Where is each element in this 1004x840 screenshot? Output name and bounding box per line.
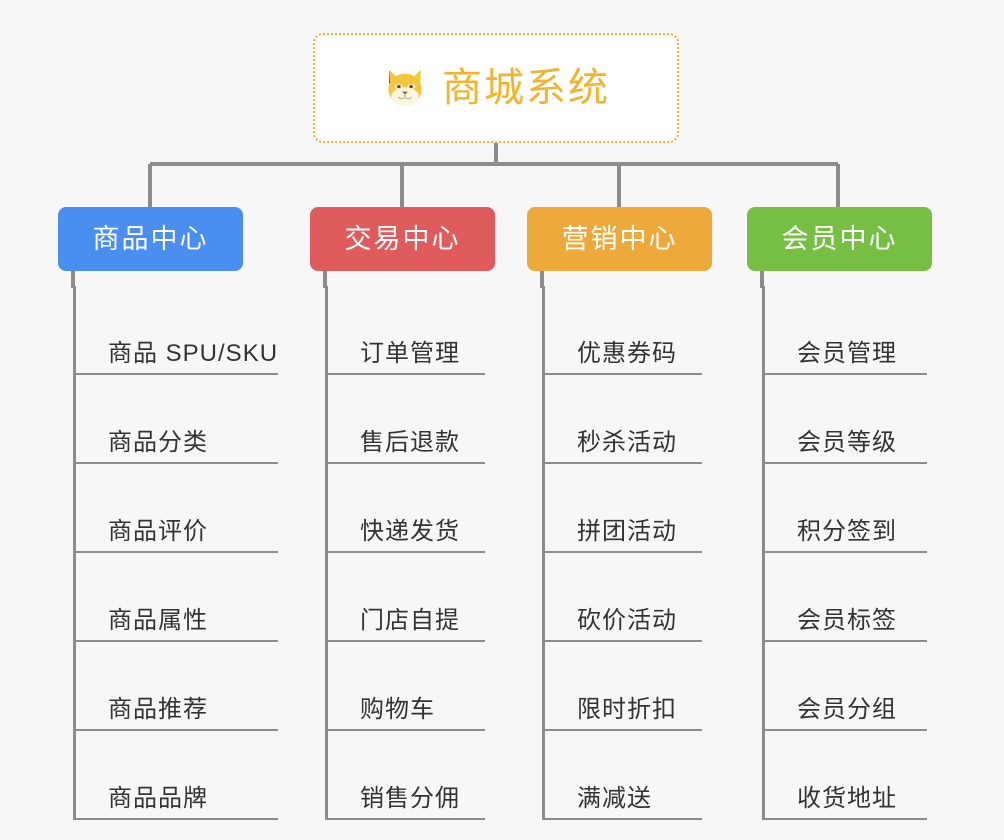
leaf-item[interactable]: 秒杀活动 <box>545 375 702 464</box>
leaf-label: 门店自提 <box>360 607 460 634</box>
branch-header-2[interactable]: 营销中心 <box>527 207 712 271</box>
branch-column-3: 会员中心 会员管理 会员等级 积分签到 会员标签 会员分组 收货地址 <box>747 207 967 820</box>
leaf-label: 收货地址 <box>797 785 897 812</box>
root-node[interactable]: 商城系统 <box>313 33 679 143</box>
leaf-item[interactable]: 门店自提 <box>328 553 485 642</box>
leaf-item[interactable]: 商品 SPU/SKU <box>76 286 278 375</box>
leaf-item[interactable]: 砍价活动 <box>545 553 702 642</box>
leaf-label: 砍价活动 <box>577 607 677 634</box>
leaf-label: 商品 SPU/SKU <box>108 340 279 367</box>
branch-column-2: 营销中心 优惠券码 秒杀活动 拼团活动 砍价活动 限时折扣 满减送 <box>527 207 747 820</box>
leaf-list-3: 会员管理 会员等级 积分签到 会员标签 会员分组 收货地址 <box>762 286 927 820</box>
leaf-label: 优惠券码 <box>577 340 677 367</box>
leaf-list-0: 商品 SPU/SKU 商品分类 商品评价 商品属性 商品推荐 商品品牌 <box>73 286 278 820</box>
leaf-label: 商品推荐 <box>108 696 208 723</box>
branch-header-1[interactable]: 交易中心 <box>310 207 495 271</box>
leaf-label: 商品属性 <box>108 607 208 634</box>
leaf-label: 会员分组 <box>797 696 897 723</box>
root-title: 商城系统 <box>442 66 610 110</box>
leaf-item[interactable]: 商品属性 <box>76 553 278 642</box>
leaf-label: 商品品牌 <box>108 785 208 812</box>
leaf-label: 商品评价 <box>108 518 208 545</box>
leaf-item[interactable]: 拼团活动 <box>545 464 702 553</box>
leaf-item[interactable]: 满减送 <box>545 731 702 820</box>
leaf-item[interactable]: 商品品牌 <box>76 731 278 820</box>
branch-column-0: 商品中心 商品 SPU/SKU 商品分类 商品评价 商品属性 商品推荐 商品品牌 <box>58 207 278 820</box>
leaf-item[interactable]: 限时折扣 <box>545 642 702 731</box>
leaf-label: 会员标签 <box>797 607 897 634</box>
leaf-label: 订单管理 <box>360 340 460 367</box>
shiba-dog-icon <box>388 70 422 106</box>
leaf-label: 拼团活动 <box>577 518 677 545</box>
leaf-label: 积分签到 <box>797 518 897 545</box>
leaf-label: 会员管理 <box>797 340 897 367</box>
leaf-item[interactable]: 订单管理 <box>328 286 485 375</box>
leaf-list-2: 优惠券码 秒杀活动 拼团活动 砍价活动 限时折扣 满减送 <box>542 286 702 820</box>
leaf-item[interactable]: 会员等级 <box>765 375 927 464</box>
leaf-item[interactable]: 会员标签 <box>765 553 927 642</box>
leaf-label: 销售分佣 <box>360 785 460 812</box>
leaf-item[interactable]: 商品推荐 <box>76 642 278 731</box>
branch-header-3[interactable]: 会员中心 <box>747 207 932 271</box>
leaf-item[interactable]: 快递发货 <box>328 464 485 553</box>
branch-header-0[interactable]: 商品中心 <box>58 207 243 271</box>
leaf-label: 限时折扣 <box>577 696 677 723</box>
leaf-label: 满减送 <box>577 785 652 812</box>
leaf-label: 会员等级 <box>797 429 897 456</box>
leaf-item[interactable]: 售后退款 <box>328 375 485 464</box>
leaf-item[interactable]: 商品分类 <box>76 375 278 464</box>
leaf-label: 快递发货 <box>360 518 460 545</box>
branch-column-1: 交易中心 订单管理 售后退款 快递发货 门店自提 购物车 销售分佣 <box>310 207 530 820</box>
leaf-item[interactable]: 优惠券码 <box>545 286 702 375</box>
leaf-item[interactable]: 积分签到 <box>765 464 927 553</box>
leaf-item[interactable]: 会员管理 <box>765 286 927 375</box>
leaf-item[interactable]: 收货地址 <box>765 731 927 820</box>
leaf-list-1: 订单管理 售后退款 快递发货 门店自提 购物车 销售分佣 <box>325 286 485 820</box>
leaf-item[interactable]: 销售分佣 <box>328 731 485 820</box>
leaf-item[interactable]: 商品评价 <box>76 464 278 553</box>
leaf-label: 售后退款 <box>360 429 460 456</box>
leaf-item[interactable]: 购物车 <box>328 642 485 731</box>
leaf-item[interactable]: 会员分组 <box>765 642 927 731</box>
leaf-label: 商品分类 <box>108 429 208 456</box>
leaf-label: 秒杀活动 <box>577 429 677 456</box>
leaf-label: 购物车 <box>360 696 435 723</box>
